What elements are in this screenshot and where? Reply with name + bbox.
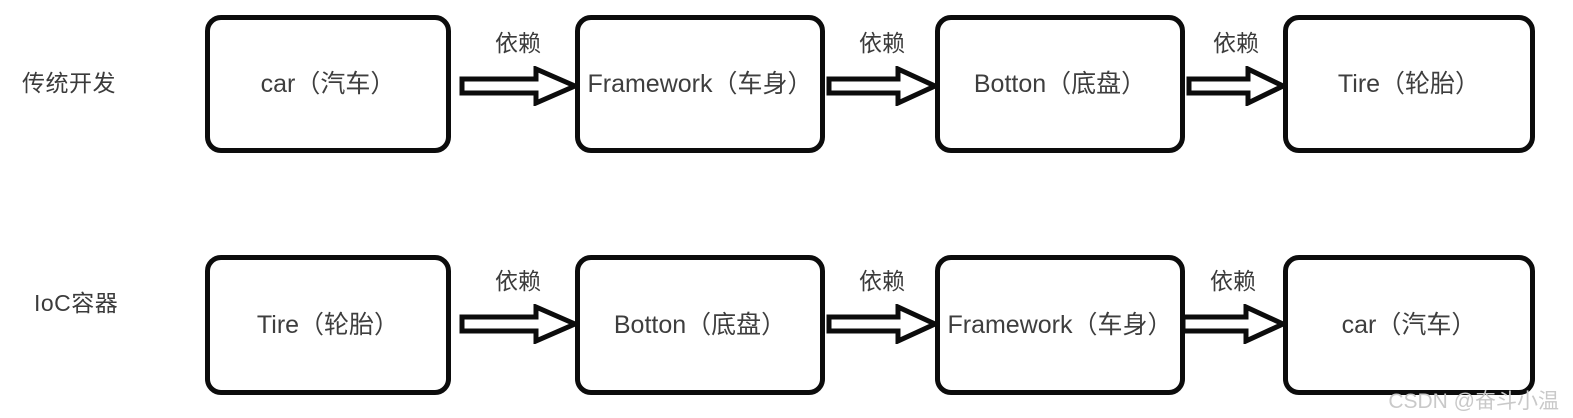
watermark: CSDN @奋斗小温 <box>1388 390 1559 413</box>
row-label-traditional: 传统开发 <box>22 70 116 96</box>
node-label: Botton（底盘） <box>973 69 1147 98</box>
block-arrow-right-icon <box>459 66 578 106</box>
node-r1-c1[interactable]: car（汽车） <box>205 15 451 153</box>
connector-label: 依赖 <box>859 30 905 56</box>
block-arrow-right-icon <box>1180 304 1286 344</box>
node-label: Tire（轮胎） <box>256 310 400 339</box>
row-label-ioc-container: IoC容器 <box>34 290 119 316</box>
node-r1-c4[interactable]: Tire（轮胎） <box>1283 15 1535 153</box>
node-label: Framework（车身） <box>947 310 1173 339</box>
block-arrow-right-icon <box>1186 66 1286 106</box>
connector-r2-3: 依赖 <box>1180 270 1286 350</box>
connector-label: 依赖 <box>1213 30 1259 56</box>
connector-r1-1: 依赖 <box>458 32 578 112</box>
node-r2-c2[interactable]: Botton（底盘） <box>575 255 825 395</box>
connector-label: 依赖 <box>495 268 541 294</box>
connector-label: 依赖 <box>1210 268 1256 294</box>
node-r1-c2[interactable]: Framework（车身） <box>575 15 825 153</box>
block-arrow-right-icon <box>459 304 578 344</box>
node-r2-c3[interactable]: Framework（车身） <box>935 255 1185 395</box>
block-arrow-right-icon <box>826 304 938 344</box>
node-label: car（汽车） <box>1341 310 1477 339</box>
connector-r2-1: 依赖 <box>458 270 578 350</box>
node-r2-c4[interactable]: car（汽车） <box>1283 255 1535 395</box>
node-label: Botton（底盘） <box>613 310 787 339</box>
connector-label: 依赖 <box>495 30 541 56</box>
node-label: car（汽车） <box>260 69 396 98</box>
connector-r1-3: 依赖 <box>1186 32 1286 112</box>
node-label: Framework（车身） <box>587 69 813 98</box>
connector-r1-2: 依赖 <box>826 32 938 112</box>
connector-r2-2: 依赖 <box>826 270 938 350</box>
block-arrow-right-icon <box>826 66 938 106</box>
node-label: Tire（轮胎） <box>1337 69 1481 98</box>
node-r2-c1[interactable]: Tire（轮胎） <box>205 255 451 395</box>
node-r1-c3[interactable]: Botton（底盘） <box>935 15 1185 153</box>
connector-label: 依赖 <box>859 268 905 294</box>
